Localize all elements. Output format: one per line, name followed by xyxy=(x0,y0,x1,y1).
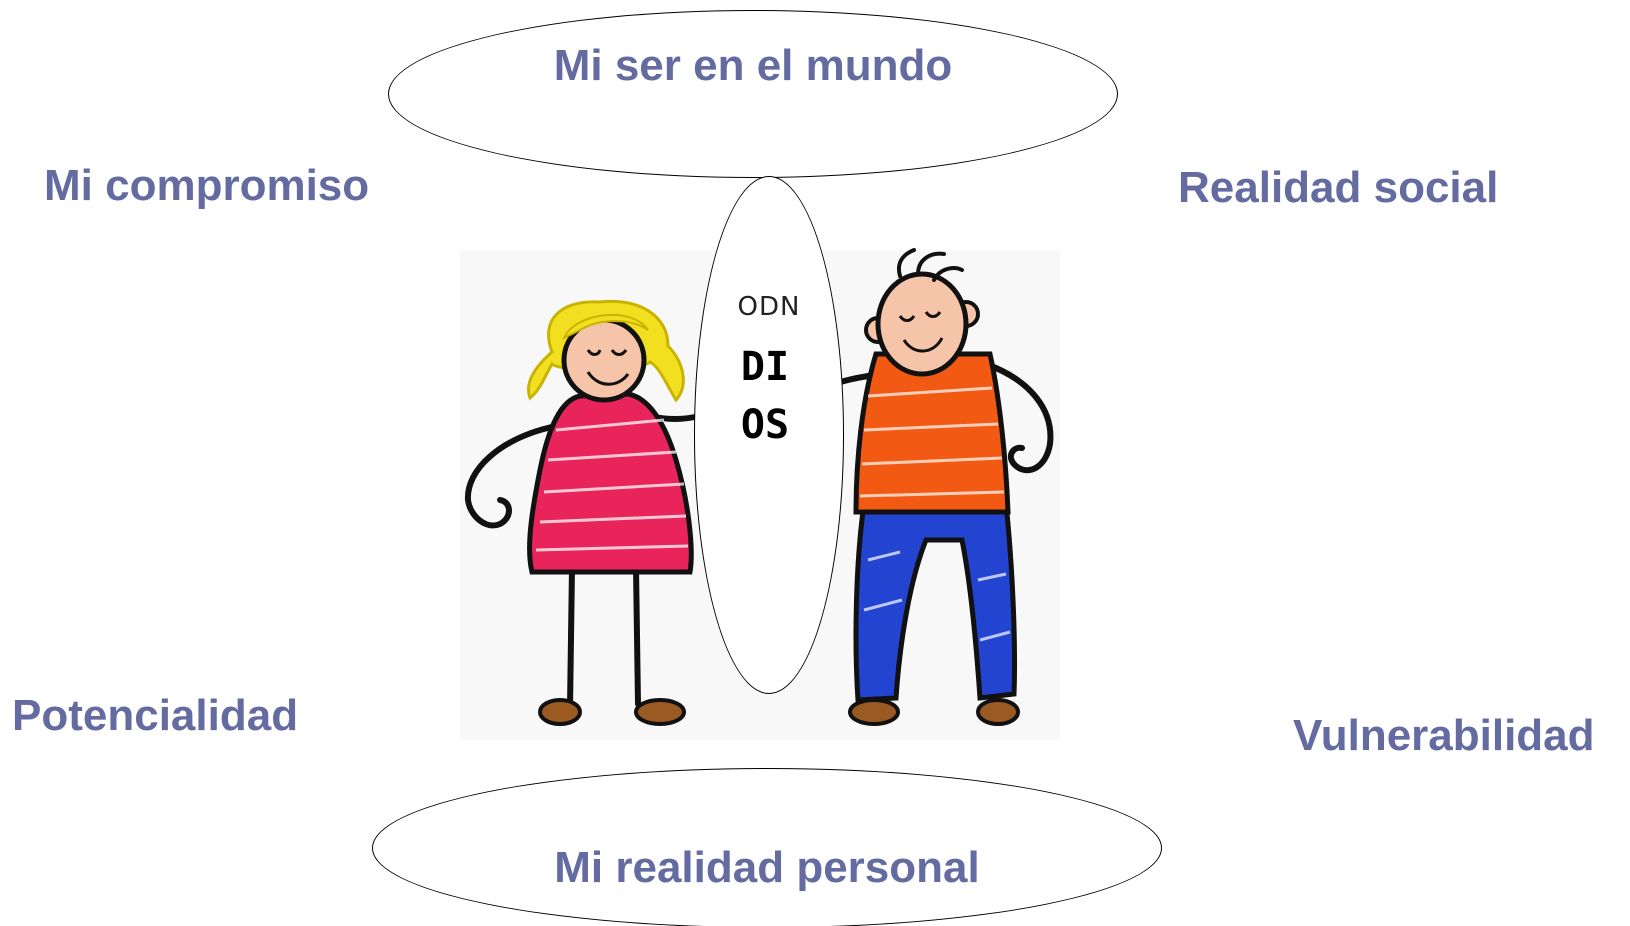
girl-dress-scribble xyxy=(535,418,689,552)
potencialidad-label: Potencialidad xyxy=(12,691,299,740)
boy-smile xyxy=(902,337,944,353)
bottom-ellipse xyxy=(372,768,1162,926)
boy-shirt xyxy=(853,351,1011,515)
vulnerabilidad-label: Vulnerabilidad xyxy=(1293,711,1595,760)
girl-left-eye xyxy=(586,349,602,356)
girl-dress xyxy=(527,391,694,575)
girl-smile xyxy=(586,371,630,386)
realidad-social-label: Realidad social xyxy=(1178,163,1499,212)
top-ellipse xyxy=(388,10,1118,178)
girl-bangs xyxy=(561,313,649,341)
girl-left-arm xyxy=(464,423,559,529)
girl-left-leg xyxy=(567,565,575,711)
center-word: DIOS xyxy=(740,344,790,448)
boy-face xyxy=(875,271,969,377)
boy-figure xyxy=(831,248,1054,726)
boy-left-eye xyxy=(898,315,916,322)
bottom-ellipse-label: Mi realidad personal xyxy=(554,843,980,892)
compromiso-label: Mi compromiso xyxy=(44,161,370,210)
girl-right-shoe xyxy=(634,698,686,726)
boy-left-shoe xyxy=(848,698,900,726)
boy-shirt-scribble xyxy=(859,386,1005,498)
top-ellipse-label: Mi ser en el mundo xyxy=(553,41,953,90)
boy-hair xyxy=(897,248,964,282)
boy-right-shoe xyxy=(976,698,1020,726)
boy-right-arm xyxy=(983,361,1054,474)
girl-right-leg xyxy=(633,565,641,707)
boy-pants-scribble xyxy=(863,550,1011,642)
girl-left-shoe xyxy=(538,698,582,726)
center-small-text: ODN xyxy=(737,292,801,322)
center-ellipse xyxy=(694,176,844,694)
girl-right-eye xyxy=(610,349,628,356)
boy-right-eye xyxy=(924,311,942,318)
girl-figure xyxy=(464,299,703,726)
